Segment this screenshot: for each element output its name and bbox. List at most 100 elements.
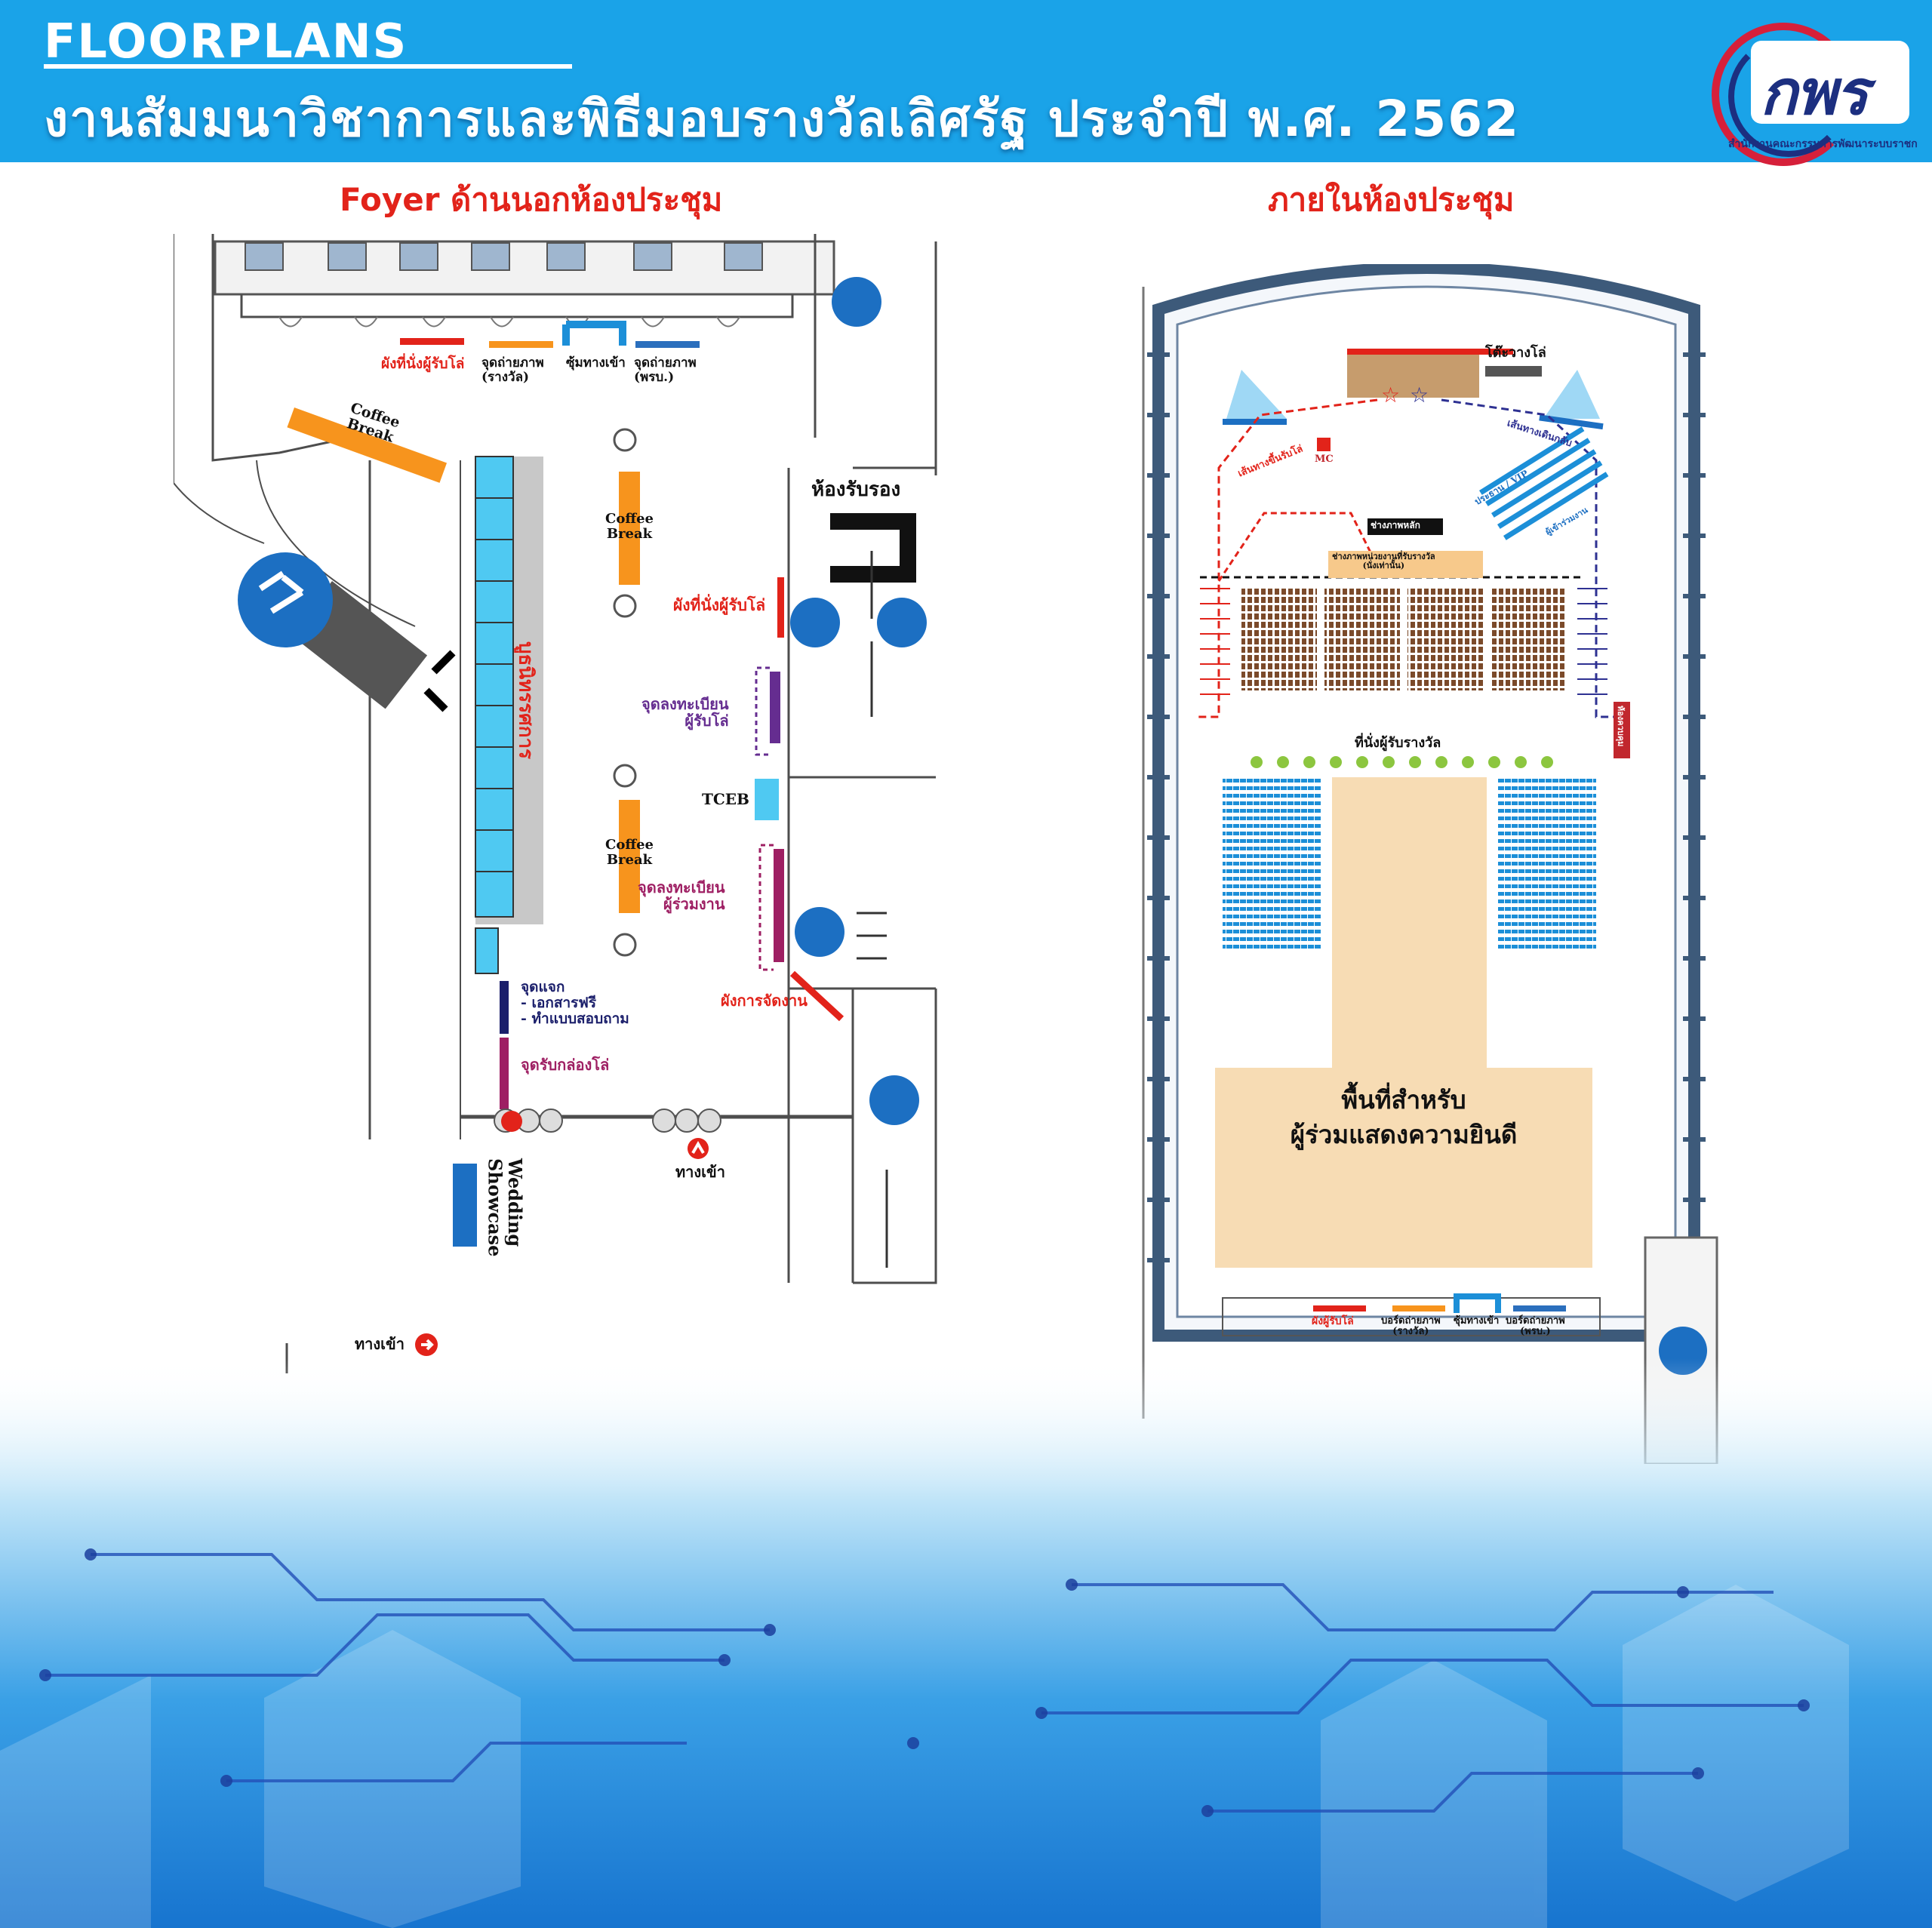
tceb-booth (755, 779, 779, 820)
photo-award-label: จุดถ่ายภาพ (รางวัล) (481, 355, 544, 385)
awardee-registration-desk (770, 672, 780, 743)
stage-edge (1347, 349, 1513, 355)
vip-seats (1479, 426, 1609, 540)
circuit-nodes (39, 1548, 1810, 1817)
awardee-chart-side-label: ผังที่นั่งผู้รับโล่ (673, 595, 766, 614)
guest-seats-right (1498, 777, 1596, 951)
main-photographer-box (1367, 518, 1443, 535)
wedding-showcase-sign (453, 1164, 477, 1247)
logo-ring-red (1712, 23, 1855, 166)
page-title: FLOORPLANS (44, 14, 408, 69)
coffee-break-bar-2 (619, 472, 640, 585)
star-blue-icon: ☆ (1410, 383, 1429, 407)
route-back-line (1441, 398, 1623, 718)
hall-plan: ☆ ☆ (1124, 262, 1740, 1465)
control-room (1614, 702, 1630, 758)
route-up-line (1196, 398, 1378, 718)
hall-windows (1147, 352, 1706, 1262)
reception-tables (830, 513, 916, 583)
photo-minister-bar (635, 341, 700, 348)
exhibition-label: บูธนิทรรศการ (514, 641, 537, 760)
logo-text: กพร (1760, 57, 1869, 129)
celebration-area-label: พื้นที่สำหรับ ผู้ร่วมแสดงความยินดี (1290, 1085, 1518, 1150)
escalator-arrow (423, 650, 456, 712)
photo-board-minister-bar (1513, 1305, 1566, 1311)
main-photographer-label: ช่างภาพหลัก (1371, 520, 1420, 530)
coffee-break-bar-3 (619, 800, 640, 913)
circuit-lines (45, 1553, 1804, 1813)
awardee-seat-block-4 (1491, 589, 1566, 690)
entrance-inner-arrow (688, 1138, 709, 1159)
star-red-icon: ☆ (1381, 383, 1400, 407)
header-banner: FLOORPLANS งานสัมมนาวิชาการและพิธีมอบราง… (0, 0, 1932, 166)
guest-seats-left (1223, 777, 1321, 951)
hall-map-svg: ☆ ☆ (1142, 262, 1718, 1465)
foyer-title: Foyer ด้านนอกห้องประชุม (340, 181, 723, 218)
awardee-seat-block-3 (1407, 589, 1483, 690)
opdc-logo: กพร สำนักงานคณะกรรมการพัฒนาระบบราชการ (1698, 9, 1924, 166)
award-table (1485, 366, 1542, 377)
awardee-chart-top-label: ผังที่นั่งผู้รับโล่ (381, 355, 465, 372)
awardee-seats-label: ที่นั่งผู้รับรางวัล (1355, 735, 1441, 751)
agency-photographer-box (1328, 551, 1483, 578)
award-box-label: จุดรับกล่องโล่ (521, 1056, 610, 1074)
page-subtitle: งานสัมมนาวิชาการและพิธีมอบรางวัลเลิศรัฐ … (44, 90, 1521, 148)
photo-minister-label: จุดถ่ายภาพ (พรบ.) (634, 355, 697, 385)
event-chart-label: ผังการจัดงาน (721, 992, 808, 1010)
reception-room-label: ห้องรับรอง (811, 478, 901, 501)
coffee-break-bar-1 (287, 407, 448, 483)
foyer-map-svg (173, 234, 937, 1373)
handout-label: จุดแจก - เอกสารฟรี - ทำแบบสอบถาม (521, 979, 629, 1027)
restroom-icons (790, 277, 927, 1125)
awardee-row-markers (1251, 756, 1553, 768)
attendee-registration-label: จุดลงทะเบียน ผู้ร่วมงาน (638, 878, 725, 913)
entrance-outer-label: ทางเข้า (355, 1335, 405, 1353)
agency-photographer-label: ช่างภาพหน่วยงานที่รับรางวัล (นั่งเท่านั้… (1332, 552, 1435, 571)
logo-caption: สำนักงานคณะกรรมการพัฒนาระบบราชการ (1728, 138, 1917, 150)
foyer-columns (245, 242, 763, 271)
spotlight-left (1226, 370, 1287, 419)
entrance-arch-bottom-shape (1454, 1293, 1501, 1313)
stage (1347, 351, 1479, 398)
attendee-registration-desk (774, 849, 784, 962)
entrance-doors (494, 1109, 721, 1133)
mc-label: MC (1315, 454, 1334, 465)
awardee-seat-block-2 (1324, 589, 1400, 690)
photo-board-award-bar (1392, 1305, 1445, 1311)
photo-board-award-label: บอร์ดถ่ายภาพ (รางวัล) (1381, 1315, 1441, 1338)
event-chart-bar (789, 970, 844, 1022)
control-room-label: ห้องควบคุม (1616, 706, 1626, 747)
wedding-showcase-label: Wedding Showcase (484, 1158, 526, 1257)
title-underline (44, 64, 572, 69)
awardee-seat-block-1 (1241, 589, 1317, 690)
coffee-break-label-3: Coffee Break (605, 837, 654, 868)
hall-title: ภายในห้องประชุม (1268, 181, 1515, 218)
logo-ring-blue (1728, 36, 1849, 157)
award-table-label: โต๊ะวางโล่ (1485, 345, 1546, 361)
entrance-arch-bottom-label: ซุ้มทางเข้า (1454, 1315, 1500, 1327)
awardee-chart-top-bar (400, 338, 464, 345)
entrance-arch-label: ซุ้มทางเข้า (566, 355, 626, 371)
spotlight-right (1543, 370, 1600, 419)
foyer-plan: ผังที่นั่งผู้รับโล่ จุดถ่ายภาพ (รางวัล) … (173, 234, 943, 1381)
entrance-inner-label: ทางเข้า (675, 1163, 725, 1181)
entrance-arch-shape (562, 321, 626, 346)
awardee-chart-bottom-bar (1313, 1305, 1366, 1311)
photo-board-minister-label: บอร์ดถ่ายภาพ (พรบ.) (1506, 1315, 1565, 1338)
exhibition-booths (475, 456, 514, 974)
logo-badge (1751, 41, 1909, 124)
photo-award-bar (489, 341, 553, 348)
route-up-arrows (1200, 588, 1230, 695)
route-back-arrows (1577, 588, 1607, 695)
mc-marker (1317, 438, 1331, 451)
entrance-door-arrow (501, 1111, 522, 1132)
handout-desk (500, 981, 509, 1034)
circuit-background (0, 1358, 1932, 1928)
awardee-registration-label: จุดลงทะเบียน ผู้รับโล่ (641, 695, 729, 730)
tceb-label: TCEB (702, 790, 749, 808)
awardee-chart-side-bar (777, 577, 784, 638)
foyer-pillars (613, 428, 637, 957)
hexagon-shapes (0, 1585, 1849, 1928)
coffee-break-label-2: Coffee Break (605, 511, 654, 542)
